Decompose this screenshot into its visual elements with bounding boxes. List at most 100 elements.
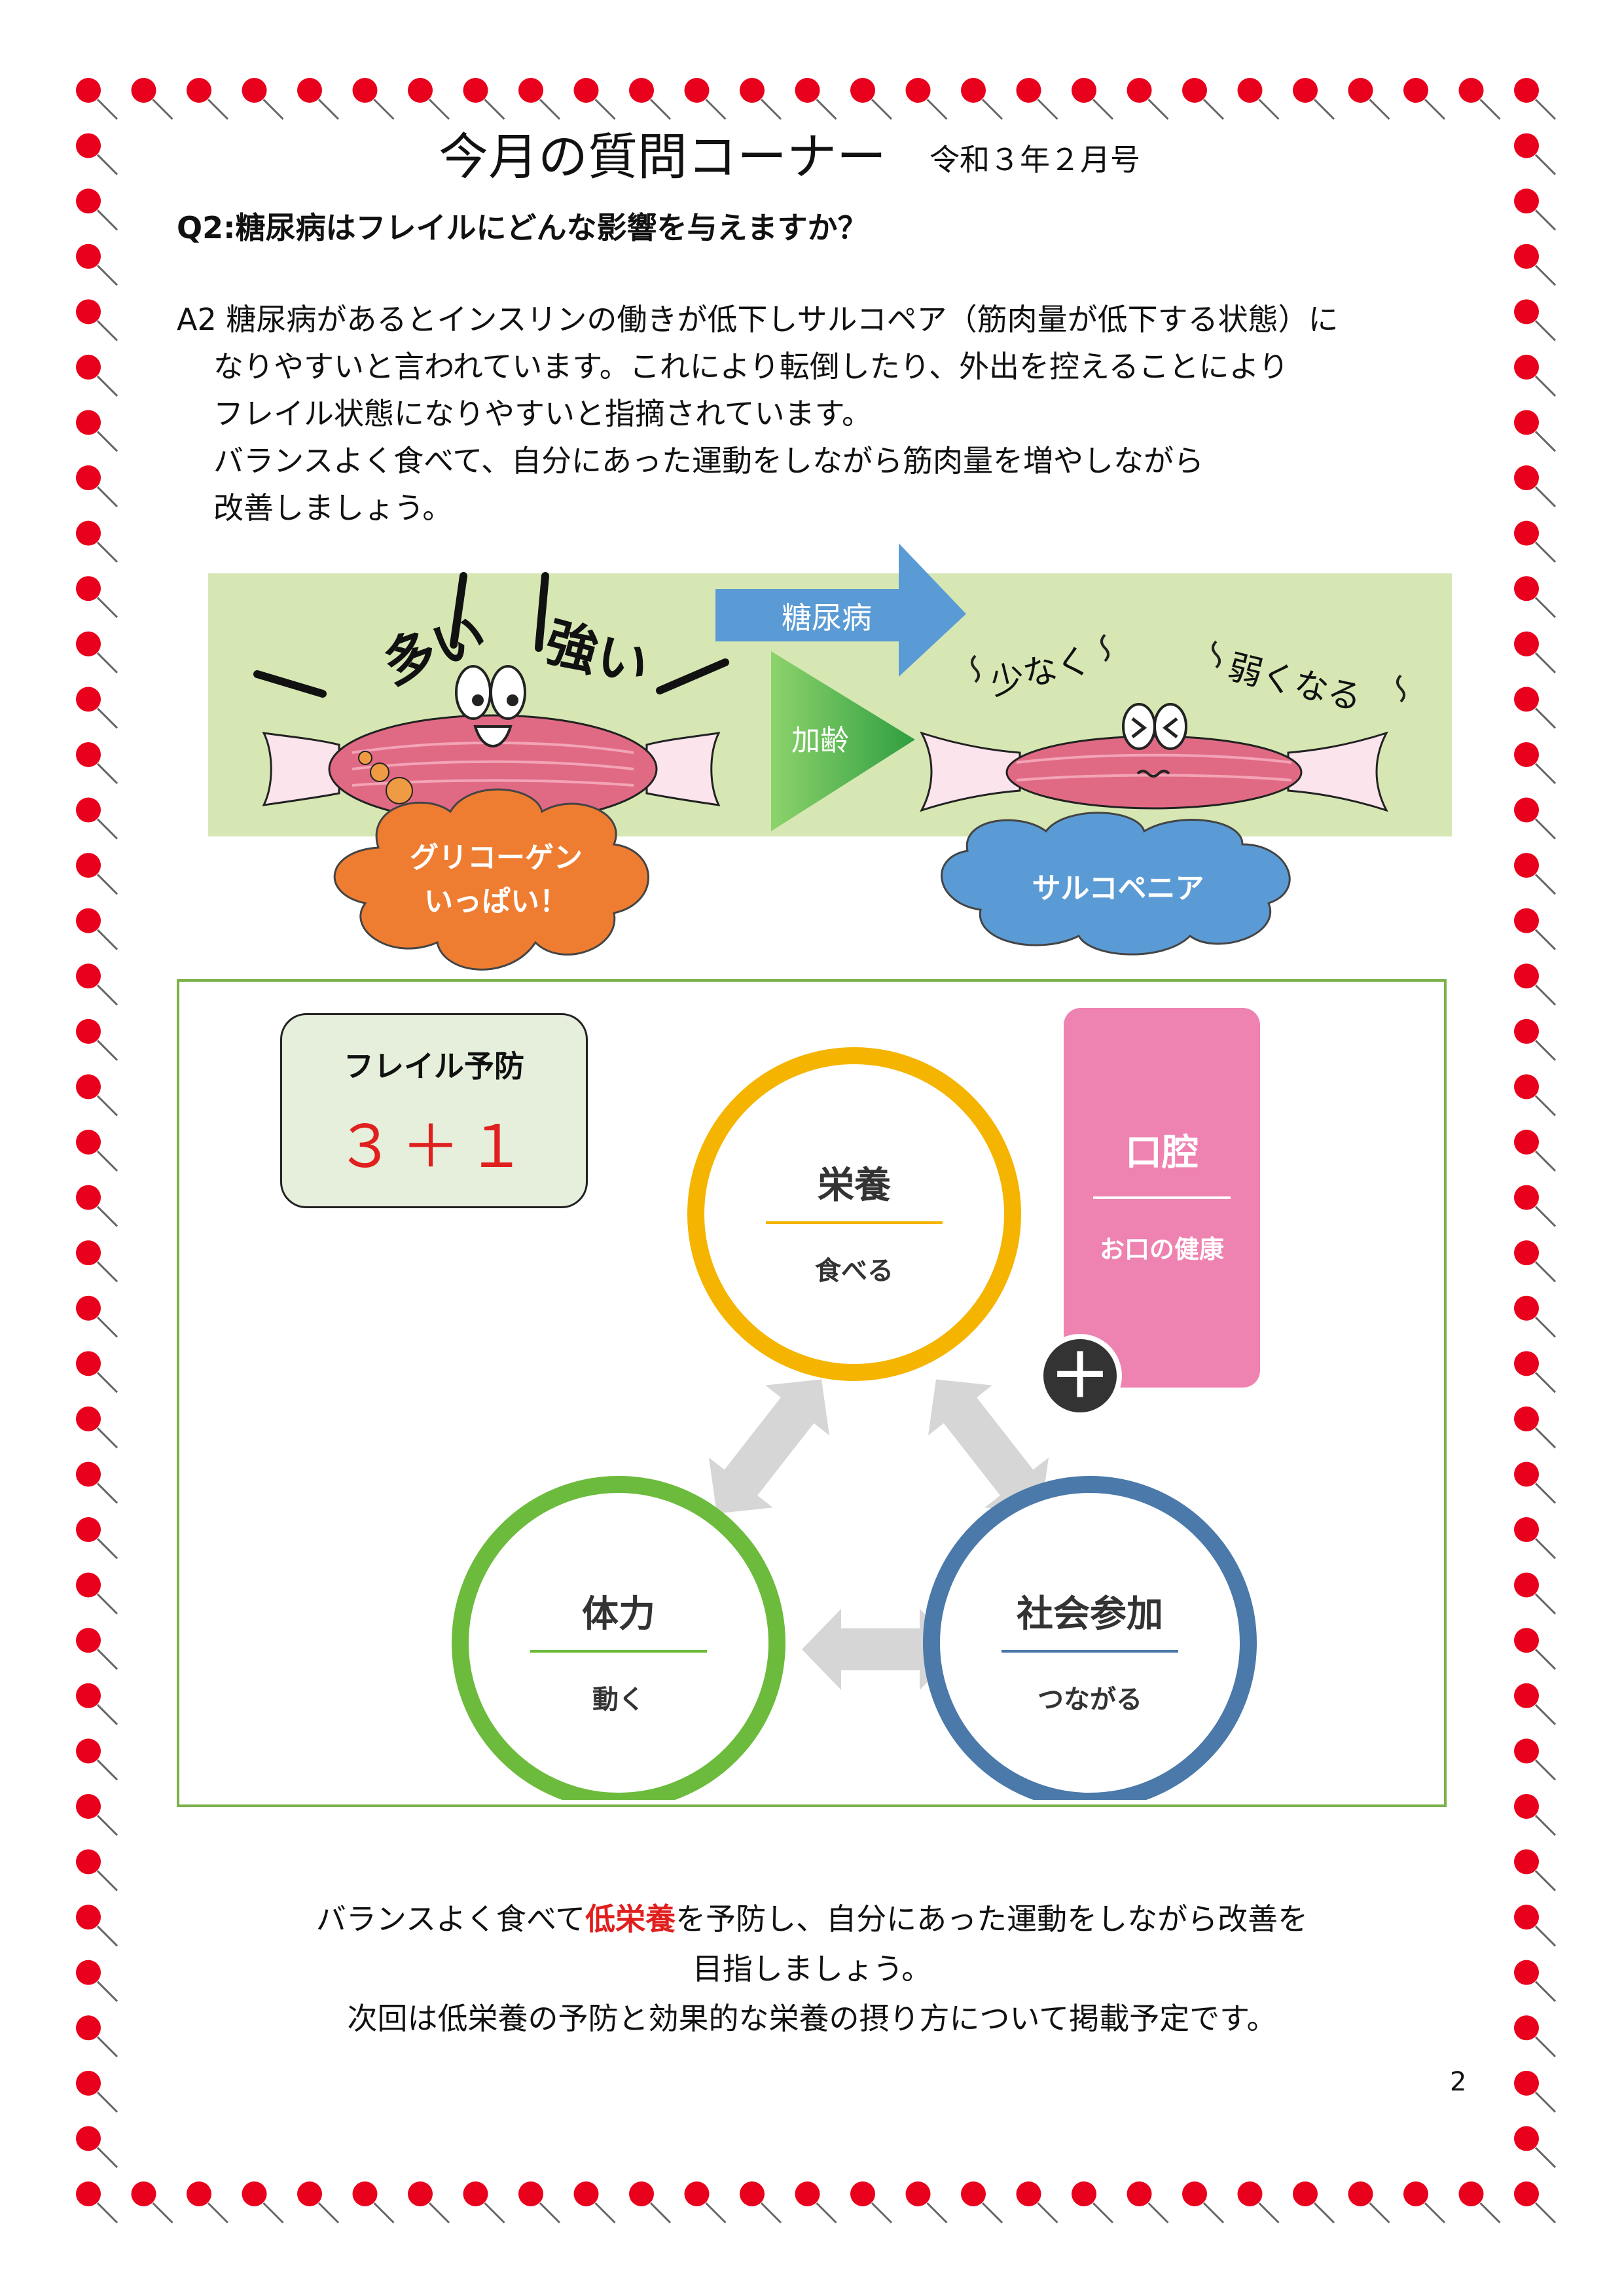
border-dot [76, 797, 118, 840]
border-dot [1514, 2015, 1557, 2058]
border-dot [76, 188, 118, 231]
page-number: 2 [1450, 2067, 1467, 2097]
border-dot [76, 1905, 118, 1947]
border-dot [187, 78, 229, 120]
border-dot [76, 520, 118, 563]
border-dot [1403, 2181, 1446, 2224]
border-dot [1514, 1793, 1557, 1837]
border-dot [76, 2070, 118, 2113]
frailty-prevention-box: フレイル予防 ３＋１ [280, 1013, 588, 1208]
border-dot [905, 2181, 948, 2224]
answer-line: バランスよく食べて、自分にあった運動をしながら筋肉量を増やしながら [213, 443, 1204, 478]
border-dot [518, 2181, 561, 2224]
border-dot [76, 1240, 118, 1283]
right-tendon [645, 732, 721, 806]
border-dot [1514, 631, 1557, 673]
border-dot [297, 78, 340, 120]
border-dot [76, 908, 118, 950]
border-dot [1514, 1018, 1557, 1061]
border-dot [1514, 1738, 1557, 1781]
border-dot [1403, 78, 1446, 120]
border-dot [850, 78, 893, 120]
eye-right [490, 665, 526, 720]
border-dot [1514, 133, 1557, 175]
border-dot [1514, 188, 1557, 231]
border-dot [740, 2181, 782, 2224]
border-dot [1348, 2181, 1390, 2224]
closing-line-1: バランスよく食べて低栄養を予防し、自分にあった運動をしながら改善を [316, 1901, 1308, 1937]
sarcopenia-cloud-label: サルコペニア [1032, 872, 1204, 905]
plus-symbol: ＋ [1050, 1341, 1110, 1411]
highlight-undernutrition: 低栄養 [585, 1901, 676, 1937]
border-dot [1514, 1960, 1557, 2002]
border-dot [76, 1628, 118, 1670]
border-dot [1182, 78, 1225, 120]
border-dot [684, 2181, 727, 2224]
sarcopenia-cloud [941, 812, 1291, 956]
closing-line-2: 目指しましょう。 [692, 1951, 932, 1986]
border-dot [408, 2181, 450, 2224]
border-dot [76, 133, 118, 175]
border-dot [1293, 78, 1335, 120]
border-dot [76, 1295, 118, 1338]
border-dot [1514, 1406, 1557, 1448]
border-dot [1514, 78, 1557, 120]
border-dot [76, 631, 118, 673]
pupil [507, 694, 518, 706]
nutrition-title: 栄養 [818, 1164, 892, 1207]
physical-title: 体力 [582, 1593, 655, 1636]
glycogen-cloud-line2: いっぱい！ [424, 885, 568, 918]
border-dot [905, 78, 948, 120]
border-dot [1514, 299, 1557, 342]
border-dot [1514, 1351, 1557, 1393]
border-dot [76, 299, 118, 342]
squint-eyes [1131, 717, 1178, 738]
border-dot [1514, 465, 1557, 508]
border-dot [352, 2181, 395, 2224]
border-dot [1514, 1905, 1557, 1947]
left-tendon [919, 731, 1021, 812]
mouth [473, 725, 513, 747]
border-dot [1514, 1240, 1557, 1283]
border-dot [961, 78, 1003, 120]
border-dot [187, 2181, 229, 2224]
border-dot [76, 1018, 118, 1061]
border-dot [1182, 2181, 1225, 2224]
social-circle [923, 1476, 1257, 1800]
border-dot [1514, 687, 1557, 729]
oral-subtitle: お口の健康 [1100, 1235, 1224, 1264]
border-dot [76, 1351, 118, 1393]
border-dot [629, 2181, 672, 2224]
border-dot [242, 2181, 284, 2224]
border-dot [1072, 78, 1114, 120]
border-dot [1072, 2181, 1114, 2224]
right-tendon [1287, 731, 1389, 812]
border-dot [573, 2181, 616, 2224]
border-dot [1514, 1517, 1557, 1560]
border-dot [1514, 1462, 1557, 1504]
border-dot [1237, 2181, 1280, 2224]
border-dot [76, 2126, 118, 2168]
border-dot [76, 78, 118, 120]
closing-line-3: 次回は低栄養の予防と効果的な栄養の摂り方について掲載予定です。 [347, 2001, 1277, 2036]
frailty-prevention-frame [177, 979, 1447, 1807]
answer-line: A2 糖尿病があるとインスリンの働きが低下しサルコペア（筋肉量が低下する状態）に [177, 302, 1339, 337]
left-tendon [262, 732, 340, 806]
social-subtitle: つながる [1038, 1685, 1142, 1715]
border-dot [684, 78, 727, 120]
border-dot [1016, 2181, 1058, 2224]
border-dot [1514, 1572, 1557, 1615]
border-dot [76, 963, 118, 1006]
border-dot [76, 2181, 118, 2224]
border-dot [1514, 908, 1557, 950]
border-dot [76, 1683, 118, 1725]
border-dot [1016, 78, 1058, 120]
muscle-illustration: 多い 強い 糖尿病 加齢 少なく 弱くなる グリコーゲン いっぱい！ サルコペニ… [208, 543, 1452, 971]
border-dot [242, 78, 284, 120]
border-dot [1514, 1295, 1557, 1338]
double-arrow-nutrition-physical [709, 1379, 829, 1514]
border-dot [1458, 2181, 1501, 2224]
border-dot [1514, 410, 1557, 452]
border-dot [76, 576, 118, 619]
